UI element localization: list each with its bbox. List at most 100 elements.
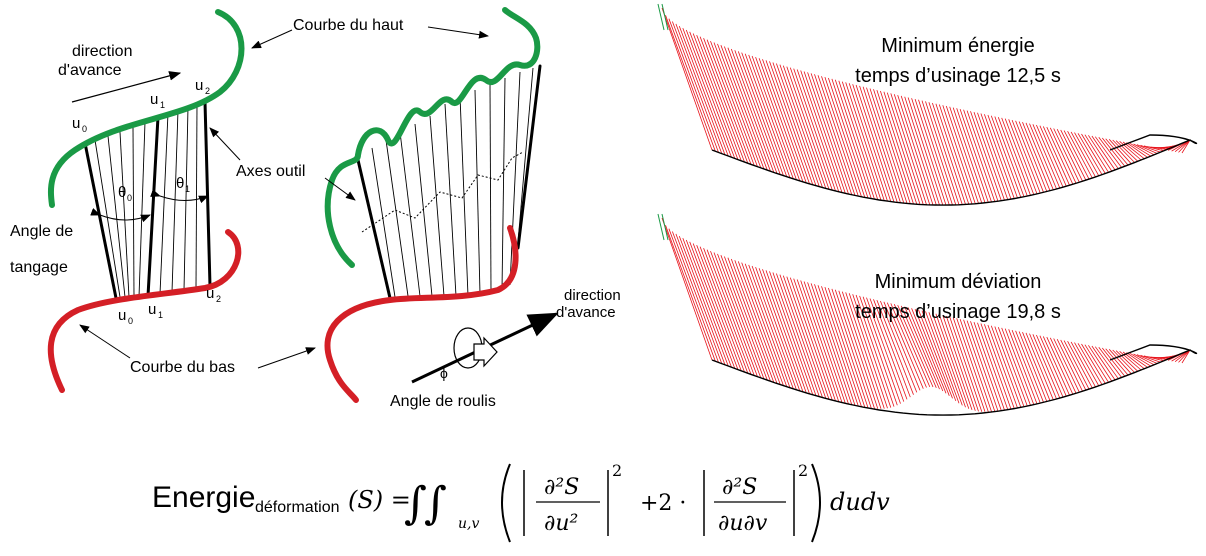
formula-energie: Energie [152, 481, 255, 514]
toolpath-ruling-line [970, 321, 1002, 411]
toolpath-ruling-line [1143, 145, 1164, 152]
toolpath-ruling-line [1011, 119, 1041, 194]
toolpath-ruling-line [782, 65, 827, 189]
left-labels: direction d'avance u 0 u 1 u 2 θ 0 θ 1 A… [10, 43, 235, 376]
toolpath-ruling-line [807, 282, 849, 405]
toolpath-ruling-line [1084, 344, 1109, 383]
formula-integral-1: ∫ [404, 478, 427, 529]
toolpath-ruling-line [744, 263, 791, 388]
toolpath-ruling-line [1039, 125, 1067, 187]
toolpath-start-line [657, 213, 665, 241]
toolpath-ruling-line [789, 67, 833, 191]
formula-paren-left [501, 463, 511, 543]
toolpath-ruling-line [1105, 138, 1129, 166]
toolpath-ruling-line [755, 266, 801, 392]
theta1-arc [150, 189, 209, 204]
toolpath-ruling-line [1077, 133, 1103, 175]
label-u2-bot-sub: 2 [216, 294, 221, 304]
toolpath-start-line [657, 3, 665, 31]
toolpath-ruling-line [755, 56, 801, 182]
formula-subscript: déformation [255, 499, 340, 516]
toolpath-ruling-line [1112, 349, 1135, 373]
toolpath-ruling-line [741, 52, 788, 177]
phi-label: ϕ [440, 365, 448, 381]
middle-bottom-curve [324, 225, 519, 403]
toolpath-ruling-line [713, 252, 762, 379]
toolpath-ruling-line [1091, 135, 1116, 171]
left-top-curve [47, 9, 245, 208]
axes-outil-label: Axes outil [236, 163, 305, 180]
toolpath-ruling-line [1029, 333, 1057, 400]
toolpath-ruling-line [984, 324, 1015, 409]
toolpath-ruling-line [907, 97, 944, 206]
toolpath-ruling-line [1046, 126, 1074, 185]
toolpath-ruling-line [789, 277, 833, 401]
toolpath-ruling-line [1098, 137, 1122, 168]
toolpath-ruling-line [977, 112, 1009, 200]
toolpath-ruling-line [977, 322, 1009, 410]
toolpath-ruling-line [1098, 347, 1122, 378]
toolpath-ruling-line [932, 312, 966, 408]
toolpath-ruling-line [758, 58, 804, 183]
toolpath-ruling-line [1004, 328, 1035, 405]
toolpath-ruling-line [1122, 351, 1145, 370]
toolpath-ruling-line [1067, 341, 1093, 389]
middle-direction-label-1: direction [564, 287, 621, 304]
toolpath-ruling-line [1133, 143, 1155, 156]
toolpath-blade-outline [711, 134, 1198, 206]
toolpath-ruling-line [824, 76, 866, 198]
toolpath-ruling-line [987, 324, 1018, 409]
toolpath-panel-bottom [657, 213, 1198, 416]
toolpath-ruling-line [730, 258, 778, 384]
toolpath-ruling-line [1060, 129, 1087, 181]
toolpath-ruling-line [1008, 329, 1038, 405]
toolpath-ruling-line [925, 311, 960, 404]
toolpath-ruling-line [703, 248, 752, 375]
toolpath-ruling-line [886, 92, 924, 205]
toolpath-ruling-line [1115, 350, 1139, 372]
toolpath-ruling-line [990, 115, 1022, 198]
toolpath-ruling-line [1181, 139, 1191, 154]
toolpath-ruling-line [855, 84, 895, 203]
toolpath-ruling-line [1129, 352, 1152, 367]
formula-exp1: 2 [612, 461, 622, 480]
toolpath-ruling-line [886, 302, 924, 389]
formula-den1: ∂u² [544, 511, 578, 536]
bottom-panel-title-1: Minimum déviation [875, 271, 1042, 293]
toolpath-ruling-line [1133, 353, 1155, 366]
left-ruled-surface [47, 9, 245, 393]
toolpath-panel-top [657, 3, 1198, 206]
formula-num1: ∂²S [544, 475, 579, 500]
toolpath-ruling-line [845, 82, 885, 201]
angle-tangage-label-2: tangage [10, 259, 68, 276]
toolpath-ruling-line [1042, 126, 1070, 186]
toolpath-ruling-line [682, 27, 732, 158]
toolpath-blade-outline [711, 344, 1198, 416]
toolpath-ruling-line [758, 268, 804, 393]
toolpath-ruling-line [692, 33, 742, 162]
toolpath-ruling-line [876, 299, 914, 395]
toolpath-ruling-line [1101, 347, 1126, 377]
toolpath-ruling-line [859, 85, 898, 203]
label-u2-bot: u [206, 285, 214, 302]
toolpath-ruling-line [720, 45, 768, 171]
toolpath-ruling-line [724, 46, 771, 172]
toolpath-ruling-line [765, 270, 810, 394]
toolpath-ruling-line [845, 292, 885, 409]
courbe-bas-label: Courbe du bas [130, 359, 235, 376]
toolpath-ruling-line [803, 71, 846, 194]
toolpath-ruling-line [980, 323, 1012, 410]
toolpath-ruling-line [862, 86, 901, 203]
middle-direction-label-2: d'avance [556, 304, 616, 321]
toolpath-ruling-line [672, 21, 723, 154]
middle-tool-axes [356, 64, 542, 300]
toolpath-ruling-line [1008, 119, 1038, 195]
toolpath-ruling-line [727, 257, 775, 383]
toolpath-ruling-line [859, 295, 898, 406]
toolpath-ruling-line [893, 304, 931, 388]
toolpath-ruling-line [987, 114, 1018, 199]
formula: Energie déformation (S) = ∫ ∫ u,v ∂²S ∂u… [152, 461, 890, 543]
toolpath-ruling-line [1074, 132, 1100, 176]
